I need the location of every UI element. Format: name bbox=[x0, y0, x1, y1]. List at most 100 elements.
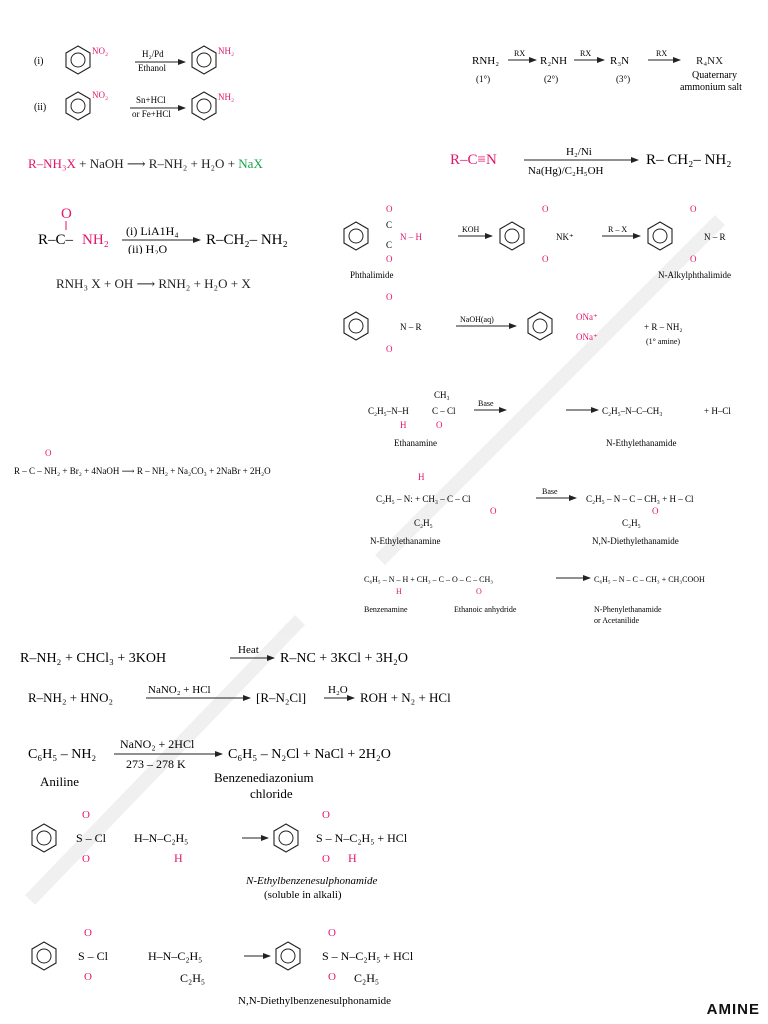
heat: Heat bbox=[238, 644, 259, 656]
label-i: (i) bbox=[34, 56, 43, 67]
alkylation-graphic: RNH₂ RX R₂NH RX R₃N RX R₄NX (1°) (2°) (3… bbox=[472, 49, 742, 93]
hydrogen: H bbox=[348, 851, 357, 865]
benzenediazonium-label: Benzenediazonium bbox=[214, 770, 314, 785]
oxygen: O bbox=[322, 853, 330, 865]
oxygen: O bbox=[542, 254, 549, 264]
amide-cond-bottom: (ii) H₂O bbox=[128, 242, 168, 254]
reaction-arrow-icon: ⟶ bbox=[126, 156, 146, 171]
n-ethylethanamine-label: N-Ethylethanamine bbox=[370, 536, 440, 546]
acyl-chloride: C – Cl bbox=[432, 406, 456, 416]
hydrogen: H bbox=[174, 851, 183, 865]
ammonium-salt: R–NH₃X bbox=[28, 156, 76, 171]
methyl: CH₃ bbox=[434, 390, 450, 400]
lhs-formula: C₂H₅ – N: + CH₃ – C – Cl bbox=[376, 494, 471, 504]
diethylethanamide-label: N,N-Diethylethanamide bbox=[592, 536, 679, 546]
diethylbenzenesulphonamide-label: N,N-Diethylbenzenesulphonamide bbox=[238, 995, 391, 1007]
amide-product: R–CH₂– NH₂ bbox=[206, 232, 288, 248]
acylation2-graphic: H C₂H₅ – N: + CH₃ – C – Cl C₂H₅ O Base C… bbox=[370, 472, 694, 546]
rx: R – X bbox=[608, 225, 627, 234]
nk-group: NK⁺ bbox=[556, 232, 574, 242]
aniline-formula: C₆H₅ – NH₂ bbox=[28, 747, 96, 762]
potassium-phthalimide: O O NK⁺ bbox=[499, 204, 574, 264]
ethylbenzenesulphonamide-label: N-Ethylbenzenesulphonamide bbox=[245, 875, 377, 887]
nitrile-graphic: R–C≡N H₂/Ni Na(Hg)/C₂H₅OH R– CH₂– NH₂ bbox=[450, 146, 731, 177]
oxygen: O bbox=[84, 971, 92, 983]
acylation1-block: CH₃ C₂H₅–N–H C – Cl H O Base C₂H₅–N–C–CH… bbox=[366, 386, 766, 452]
nitrous-block: R–NH₂ + HNO₂ NaNO₂ + HCl [R–N₂Cl] H₂O RO… bbox=[28, 682, 468, 710]
naoh: NaOH bbox=[89, 156, 124, 171]
nitro-group: NO₂ bbox=[92, 90, 108, 100]
ammonium-hydroxide-equation: RNH₃ X + OH ⟶ RNH₂ + H₂O + X bbox=[56, 276, 251, 291]
plus-sign: + bbox=[227, 156, 236, 171]
hofmann-equation: R – C – NH₂ + Br₂ + 4NaOH ⟶ R – NH₂ + Na… bbox=[14, 466, 271, 476]
nitro-reduction-graphic: (i) NO₂ H₂/Pd Ethanol NH₂ (ii) NO₂ Sn+HC… bbox=[34, 45, 234, 121]
phthalimide-structure: O O C C N – H Phthalimide bbox=[343, 204, 422, 280]
amine-product: R–NH₂ bbox=[148, 156, 188, 171]
acylation3-block: C₆H₅ – N – H + CH₃ – C – O – C – CH₃ H O… bbox=[362, 566, 762, 630]
sulphonamide-product: S – N–C₂H₅ + HCl bbox=[322, 949, 414, 963]
cond-i-top: H₂/Pd bbox=[142, 49, 164, 59]
water: H₂O bbox=[328, 684, 348, 696]
plus-sign: + bbox=[79, 156, 87, 171]
hinsberg2-graphic: O O S – Cl H–N–C₂H₅ C₂H₅ O O S – N–C₂H₅ … bbox=[31, 927, 414, 1007]
ethanamine-formula: C₂H₅–N–H bbox=[368, 406, 409, 416]
benzene-ring-icon bbox=[65, 91, 91, 121]
cond-i-bottom: Ethanol bbox=[138, 63, 166, 73]
hinsberg1-graphic: O O S – Cl H–N–C₂H₅ H O O S – N–C₂H₅ + H… bbox=[31, 809, 408, 901]
oxygen: O bbox=[386, 292, 393, 302]
alkylphthalimide-label: N-Alkylphthalimide bbox=[658, 270, 731, 280]
nitrile-cond-bottom: Na(Hg)/C₂H₅OH bbox=[528, 165, 604, 177]
product-formula: C₂H₅–N–C–CH₃ bbox=[602, 406, 662, 416]
acylation3-graphic: C₆H₅ – N – H + CH₃ – C – O – C – CH₃ H O… bbox=[364, 575, 705, 625]
diazotization-block: C₆H₅ – NH₂ NaNO₂ + 2HCl 273 – 278 K C₆H₅… bbox=[28, 732, 458, 808]
oxygen: O bbox=[490, 506, 497, 516]
diazotization-graphic: C₆H₅ – NH₂ NaNO₂ + 2HCl 273 – 278 K C₆H₅… bbox=[28, 737, 391, 801]
oxygen: O bbox=[652, 506, 659, 516]
footer-brand: AMINE bbox=[706, 1001, 760, 1018]
naoh-aq: NaOH(aq) bbox=[460, 315, 494, 324]
oxygen: O bbox=[45, 448, 52, 458]
plus-sign: + bbox=[190, 156, 198, 171]
benzene-ring-icon bbox=[191, 91, 217, 121]
sodium-halide: NaX bbox=[238, 156, 263, 171]
chloride-label: chloride bbox=[250, 786, 293, 801]
alkylation-block: RNH₂ RX R₂NH RX R₃N RX R₄NX (1°) (2°) (3… bbox=[470, 48, 760, 98]
carbon: C bbox=[386, 220, 392, 230]
nitrous-lhs: R–NH₂ + HNO₂ bbox=[28, 690, 113, 705]
nh-group: N – H bbox=[400, 232, 422, 242]
quaternary-label-2: ammonium salt bbox=[680, 82, 742, 93]
rhs-formula: C₂H₅ – N – C – CH₃ + H – Cl bbox=[586, 494, 694, 504]
carbylamine-graphic: R–NH₂ + CHCl₃ + 3KOH Heat R–NC + 3KCl + … bbox=[20, 644, 408, 666]
nitrous-graphic: R–NH₂ + HNO₂ NaNO₂ + HCl [R–N₂Cl] H₂O RO… bbox=[28, 684, 451, 705]
rhs-formula: C₆H₅ – N – C – CH₃ + CH₃COOH bbox=[594, 575, 705, 584]
nr-group: N – R bbox=[704, 232, 726, 242]
oxygen: O bbox=[386, 254, 393, 264]
primary-amine-label: (1° amine) bbox=[646, 337, 680, 346]
degree-1: (1°) bbox=[476, 74, 490, 84]
amide-nh2: NH₂ bbox=[82, 232, 109, 248]
benzenamine-label: Benzenamine bbox=[364, 605, 408, 614]
oxygen: O bbox=[542, 204, 549, 214]
benzene-ring-icon bbox=[191, 45, 217, 75]
oxygen: O bbox=[84, 927, 92, 939]
phthalimide-label: Phthalimide bbox=[350, 270, 394, 280]
ethanamine-label: Ethanamine bbox=[394, 438, 437, 448]
benzene-ring-icon bbox=[65, 45, 91, 75]
sulphonyl-chloride: S – Cl bbox=[78, 949, 109, 963]
hinsberg2-block: O O S – Cl H–N–C₂H₅ C₂H₅ O O S – N–C₂H₅ … bbox=[30, 924, 470, 1010]
hofmann-graphic: O R – C – NH₂ + Br₂ + 4NaOH ⟶ R – NH₂ + … bbox=[14, 448, 271, 476]
base: Base bbox=[478, 399, 494, 408]
gabriel-graphic: O O C C N – H Phthalimide KOH O O NK⁺ R … bbox=[343, 204, 731, 354]
amide-cond-top: (i) LiA1H₄ bbox=[126, 224, 179, 238]
degree-2: (2°) bbox=[544, 74, 558, 84]
amide-r: R–C– bbox=[38, 232, 74, 248]
hcl: + H–Cl bbox=[704, 406, 731, 416]
acylation1-graphic: CH₃ C₂H₅–N–H C – Cl H O Base C₂H₅–N–C–CH… bbox=[368, 390, 731, 448]
carbylamine-rhs: R–NC + 3KCl + 3H₂O bbox=[280, 651, 408, 666]
amino-group: NH₂ bbox=[218, 92, 234, 102]
n-alkylphthalimide: O O N – R N-Alkylphthalimide bbox=[647, 204, 731, 280]
gabriel-block: O O C C N – H Phthalimide KOH O O NK⁺ R … bbox=[340, 200, 765, 360]
oxygen: O bbox=[436, 420, 443, 430]
sulphonamide-product: S – N–C₂H₅ + HCl bbox=[316, 831, 408, 845]
nitrile-cond-top: H₂/Ni bbox=[566, 146, 592, 158]
